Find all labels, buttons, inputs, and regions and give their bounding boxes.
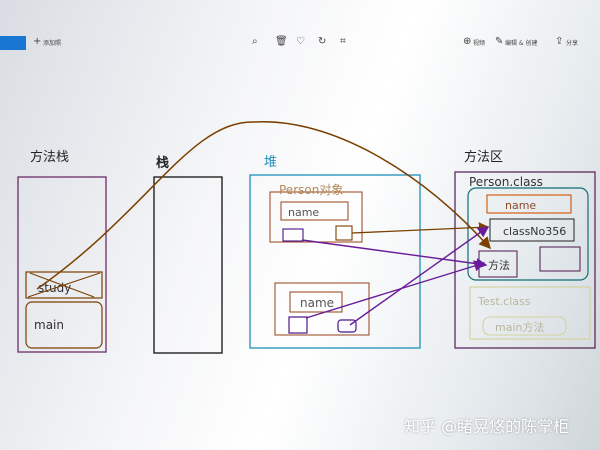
rotate-icon[interactable]: ↻	[318, 36, 327, 47]
stack-label: 栈	[156, 156, 170, 171]
test-class-label: Test.class	[477, 295, 531, 308]
heap-box	[249, 174, 421, 349]
test-main-method-label: main方法	[495, 320, 544, 334]
test-main-method-box	[482, 316, 567, 336]
main-frame-label: main	[34, 318, 64, 332]
video-icon[interactable]: ⊕	[463, 36, 472, 47]
study-cross-1	[27, 272, 101, 298]
favorite-icon[interactable]: ♡	[296, 36, 305, 47]
person-class-label: Person.class	[469, 175, 543, 189]
class-no-field-label: classNo356	[503, 225, 566, 238]
crop-icon[interactable]: ⌗	[340, 36, 346, 47]
add-photo-label[interactable]: 添加照	[43, 40, 62, 47]
name-field-1	[280, 201, 349, 221]
object-2-a-to-method-arrow	[305, 260, 486, 319]
stack-box	[153, 176, 223, 354]
object-1-to-method-arrow	[301, 239, 488, 270]
app-chip[interactable]	[0, 36, 26, 50]
object-2-ref-b	[337, 319, 357, 333]
delete-icon[interactable]: 🗑	[275, 36, 288, 47]
object-2-ref-a	[288, 316, 308, 334]
share-label[interactable]: 分享	[566, 40, 579, 47]
class-name-field	[486, 194, 572, 214]
object-1-ref-a	[282, 228, 304, 242]
person-class-box	[467, 187, 589, 281]
main-frame	[25, 301, 103, 349]
edit-create-label[interactable]: 编辑 & 创建	[505, 40, 538, 47]
class-extra-box	[539, 246, 581, 272]
class-name-field-label: name	[505, 199, 536, 212]
name-field-2-label: name	[300, 296, 334, 310]
add-icon[interactable]: +	[33, 36, 42, 47]
method-stack-label: 方法栈	[30, 150, 70, 165]
person-object-label: Person对象	[279, 183, 343, 197]
object-1-ref-b	[335, 225, 353, 241]
method-stack-box	[17, 176, 107, 353]
name-field-1-label: name	[288, 206, 319, 219]
method-area-label: 方法区	[464, 150, 504, 165]
test-class-box	[469, 286, 591, 340]
watermark-text: 知乎 @睹晃悠的陈掌柜	[404, 417, 570, 436]
class-no-field	[489, 218, 575, 242]
object-2-b-to-classno-arrow	[349, 226, 490, 326]
object-1-to-classno-arrow	[351, 222, 490, 234]
person-object-2	[274, 282, 370, 336]
edit-icon[interactable]: ✎	[495, 36, 504, 47]
share-icon[interactable]: ⇪	[555, 36, 564, 47]
stack-to-method-arc	[36, 121, 492, 290]
method-area-box	[454, 171, 596, 349]
name-field-2	[289, 291, 343, 313]
video-label[interactable]: 视频	[473, 40, 486, 47]
study-cross-2	[29, 272, 95, 298]
study-frame	[25, 271, 103, 299]
heap-label: 堆	[264, 155, 278, 170]
class-method-label: 方法	[488, 258, 510, 272]
zoom-icon[interactable]: ⌕	[252, 36, 258, 47]
